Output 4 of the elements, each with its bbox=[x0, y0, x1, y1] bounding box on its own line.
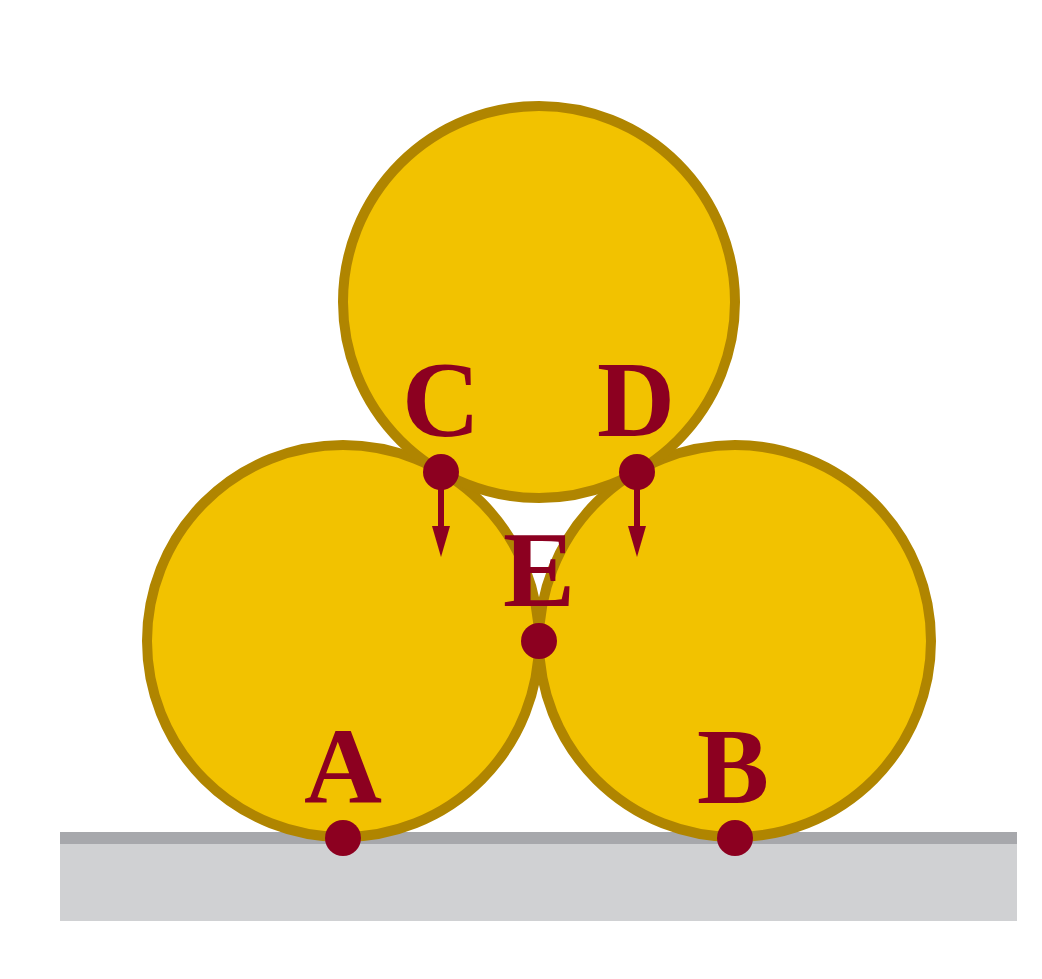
point-label: D bbox=[597, 346, 675, 454]
point-label: B bbox=[697, 713, 769, 821]
point-label: A bbox=[304, 713, 382, 821]
point-label: C bbox=[402, 346, 480, 454]
